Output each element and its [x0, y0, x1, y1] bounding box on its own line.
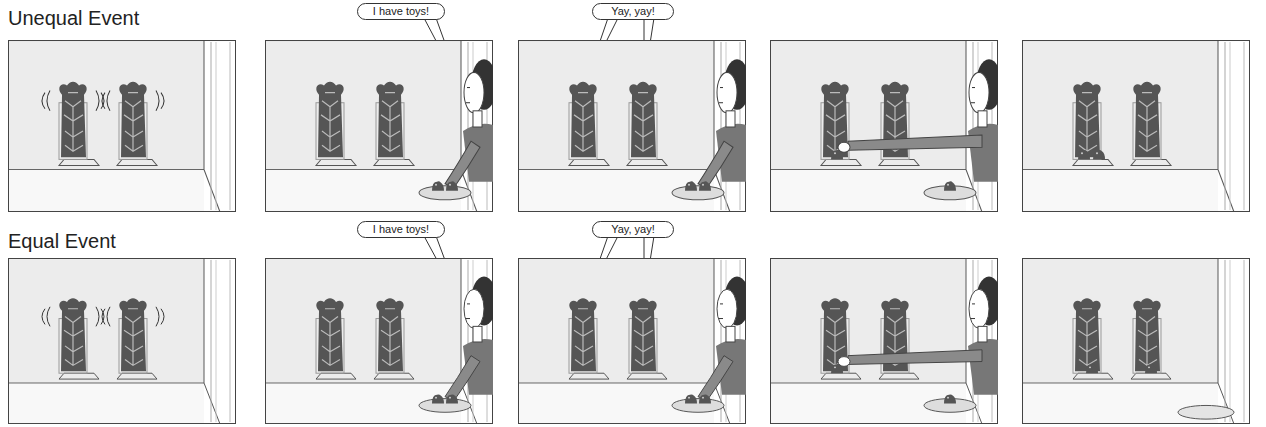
- speech-text: I have toys!: [365, 223, 437, 236]
- giraffe-puppet: [376, 298, 404, 373]
- giraffe-puppet: [376, 82, 404, 160]
- toy: [1145, 364, 1157, 373]
- toy: [699, 394, 711, 403]
- toy: [446, 394, 458, 403]
- toy: [699, 181, 711, 190]
- scene-panel: [8, 40, 236, 212]
- giraffe-puppet: [316, 82, 344, 160]
- giraffe-puppet: [119, 82, 147, 160]
- toy: [685, 181, 697, 190]
- giraffe-puppet: [629, 298, 657, 373]
- giraffe-puppet: [1133, 82, 1161, 160]
- speech-text: I have toys!: [365, 5, 437, 18]
- room-backdrop: [265, 258, 493, 424]
- scene-panel: [265, 40, 497, 212]
- motion-marks: [42, 91, 164, 111]
- experimenter: [838, 277, 1002, 395]
- room-backdrop: [1022, 40, 1250, 212]
- room-backdrop: [770, 40, 998, 212]
- experimenter: [698, 277, 750, 401]
- scene-panel: [8, 258, 236, 424]
- toy: [944, 394, 956, 403]
- scene-panel: [265, 258, 497, 424]
- toy: [1093, 150, 1105, 159]
- giraffe-puppet: [59, 82, 87, 160]
- giraffe-puppet: [569, 82, 597, 160]
- toy: [1086, 364, 1098, 373]
- toy: [432, 181, 444, 190]
- speech-bubble: Yay, yay!: [592, 221, 674, 238]
- scene-panel: [770, 258, 1002, 424]
- scene-panel: [1022, 40, 1250, 212]
- motion-marks: [42, 307, 164, 327]
- scene-panel: [518, 40, 750, 212]
- room-backdrop: [518, 40, 746, 212]
- scene-panel: [770, 40, 1002, 212]
- experimenter: [445, 59, 497, 187]
- speech-bubble: I have toys!: [357, 221, 445, 238]
- experimenter: [445, 277, 497, 401]
- scene-panel: [1022, 258, 1250, 424]
- giraffe-puppet: [1133, 298, 1161, 373]
- speech-bubble: Yay, yay!: [592, 3, 674, 20]
- giraffe-puppet: [59, 298, 87, 373]
- room-backdrop: [770, 258, 998, 424]
- giraffe-puppet: [629, 82, 657, 160]
- speech-text: Yay, yay!: [600, 223, 666, 236]
- row-heading: Unequal Event: [8, 6, 139, 30]
- giraffe-puppet: [1073, 82, 1101, 160]
- toy: [831, 364, 843, 373]
- experimenter: [698, 59, 750, 187]
- plate: [1178, 405, 1234, 419]
- toy: [944, 181, 956, 190]
- giraffe-puppet: [569, 298, 597, 373]
- toy: [685, 394, 697, 403]
- toy: [1078, 150, 1090, 159]
- giraffe-puppet: [119, 298, 147, 373]
- experimenter: [838, 59, 1002, 181]
- room-backdrop: [8, 40, 236, 212]
- plate: [672, 186, 724, 200]
- plate: [419, 186, 471, 200]
- plate: [672, 399, 724, 413]
- toy: [432, 394, 444, 403]
- speech-bubble: I have toys!: [357, 3, 445, 20]
- giraffe-puppet: [1073, 298, 1101, 373]
- giraffe-puppet: [316, 298, 344, 373]
- speech-text: Yay, yay!: [600, 5, 666, 18]
- room-backdrop: [518, 258, 746, 424]
- toy: [446, 181, 458, 190]
- room-backdrop: [265, 40, 493, 212]
- toy: [831, 150, 843, 159]
- row-heading: Equal Event: [8, 229, 116, 253]
- scene-panel: [518, 258, 750, 424]
- room-backdrop: [8, 258, 236, 424]
- room-backdrop: [1022, 258, 1250, 424]
- plate: [419, 399, 471, 413]
